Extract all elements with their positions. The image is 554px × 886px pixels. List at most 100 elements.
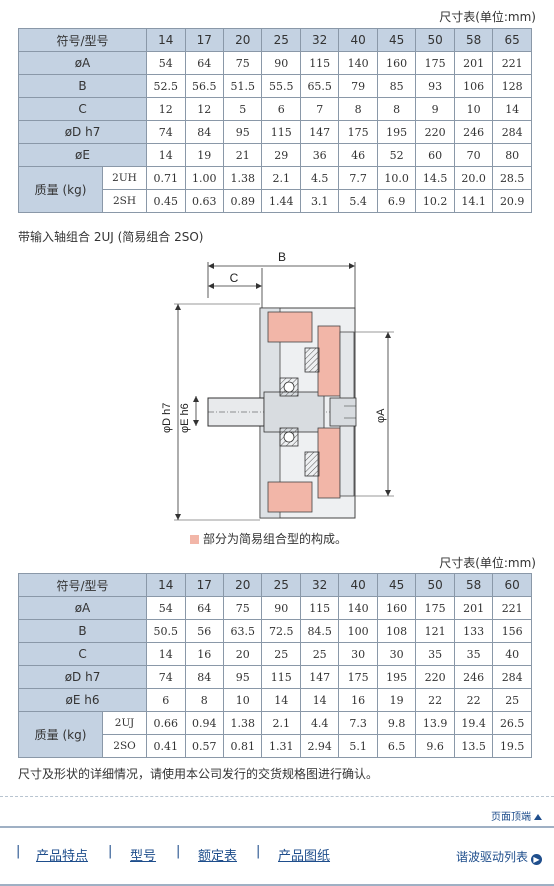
table-cell: 20.0 <box>453 166 494 190</box>
table-cell: 9 <box>415 97 455 121</box>
table-cell: 6 <box>261 97 301 121</box>
table-cell: 14 <box>492 97 532 121</box>
table-cell: 10.2 <box>415 189 455 213</box>
table-cell: 70 <box>453 143 494 167</box>
table-cell: 0.41 <box>146 734 186 758</box>
nav-ratings[interactable]: 额定表 <box>198 849 238 864</box>
unit-label-1: 尺寸表(单位:mm) <box>439 10 536 24</box>
dim-c-label: C <box>230 271 239 285</box>
header-cell: 25 <box>261 28 301 52</box>
table-cell: 2.94 <box>299 734 340 758</box>
table-cell: 90 <box>261 596 301 620</box>
table-cell: 56.5 <box>184 74 224 98</box>
dim-b-label: B <box>278 250 286 264</box>
table-cell: 1.31 <box>261 734 301 758</box>
table-cell: 7 <box>299 97 340 121</box>
table-cell: 84 <box>184 120 224 144</box>
mass-subtype: 2SO <box>101 734 148 758</box>
table-cell: 80 <box>492 143 532 167</box>
table-cell: 90 <box>261 51 301 75</box>
table-cell: 14 <box>146 642 186 666</box>
header-cell: 60 <box>492 573 532 597</box>
table-cell: 246 <box>453 665 494 689</box>
table-cell: 115 <box>261 665 301 689</box>
header-cell: 20 <box>222 573 263 597</box>
header-cell: 58 <box>453 28 494 52</box>
header-cell: 45 <box>376 573 417 597</box>
table-cell: 40 <box>492 642 532 666</box>
table-cell: 14.5 <box>415 166 455 190</box>
nav-drawings[interactable]: 产品图纸 <box>278 849 331 864</box>
table-cell: 63.5 <box>222 619 263 643</box>
table-cell: 10 <box>222 688 263 712</box>
table-cell: 147 <box>299 120 340 144</box>
table-cell: 16 <box>184 642 224 666</box>
table-cell: 115 <box>261 120 301 144</box>
table-cell: 140 <box>338 596 378 620</box>
table-cell: 74 <box>146 665 186 689</box>
spec-note: 尺寸及形状的详细情况，请使用本公司发行的交货规格图进行确认。 <box>18 767 379 781</box>
mass-label: 质量 (kg) <box>18 711 103 758</box>
table-cell: 2.1 <box>261 711 301 735</box>
unit-label-2: 尺寸表(单位:mm) <box>439 556 536 570</box>
table-cell: 1.38 <box>222 166 263 190</box>
header-cell: 40 <box>338 573 378 597</box>
nav-models[interactable]: 型号 <box>130 849 157 864</box>
table-cell: 6.5 <box>376 734 417 758</box>
table-cell: 2.1 <box>261 166 301 190</box>
table-cell: 1.38 <box>222 711 263 735</box>
table-cell: 30 <box>376 642 417 666</box>
divider <box>0 796 554 797</box>
product-list-link[interactable]: 谐波驱动列表▶ <box>456 848 542 865</box>
table-cell: 22 <box>415 688 455 712</box>
header-cell: 17 <box>184 28 224 52</box>
table-cell: 25 <box>492 688 532 712</box>
table-cell: 52 <box>376 143 417 167</box>
table-cell: 1.00 <box>184 166 224 190</box>
table-cell: 175 <box>338 120 378 144</box>
header-cell: 14 <box>146 28 186 52</box>
table-cell: 7.3 <box>338 711 378 735</box>
table-cell: 12 <box>146 97 186 121</box>
table-cell: 64 <box>184 596 224 620</box>
row-label: øA <box>17 51 148 75</box>
back-to-top-link[interactable]: 页面顶端 <box>491 808 542 823</box>
header-cell: 符号/型号 <box>17 28 148 52</box>
nav-features[interactable]: 产品特点 <box>36 849 89 864</box>
table-cell: 175 <box>415 51 455 75</box>
dim-e-label: φE h6 <box>179 403 191 433</box>
table-cell: 220 <box>415 120 455 144</box>
row-label: øD h7 <box>17 120 148 144</box>
table-cell: 160 <box>376 596 417 620</box>
table-cell: 7.7 <box>338 166 378 190</box>
table-cell: 16 <box>338 688 378 712</box>
nav-separator: | <box>256 844 261 859</box>
table-cell: 72.5 <box>261 619 301 643</box>
row-label: øA <box>17 596 148 620</box>
header-cell: 40 <box>338 28 378 52</box>
table-cell: 19 <box>184 143 224 167</box>
nav-separator: | <box>108 844 113 859</box>
table-cell: 201 <box>453 51 494 75</box>
table-cell: 35 <box>415 642 455 666</box>
table-cell: 64 <box>184 51 224 75</box>
table-cell: 8 <box>184 688 224 712</box>
table-cell: 221 <box>492 51 532 75</box>
table-cell: 221 <box>492 596 532 620</box>
table-cell: 133 <box>453 619 494 643</box>
table-cell: 14 <box>299 688 340 712</box>
legend-note: 部分为简易组合型的构成。 <box>190 530 347 547</box>
table-cell: 75 <box>222 51 263 75</box>
row-label: B <box>17 74 148 98</box>
header-cell: 20 <box>222 28 263 52</box>
highlight-swatch-icon <box>190 535 199 544</box>
header-cell: 32 <box>299 573 340 597</box>
mass-subtype: 2SH <box>101 189 148 213</box>
